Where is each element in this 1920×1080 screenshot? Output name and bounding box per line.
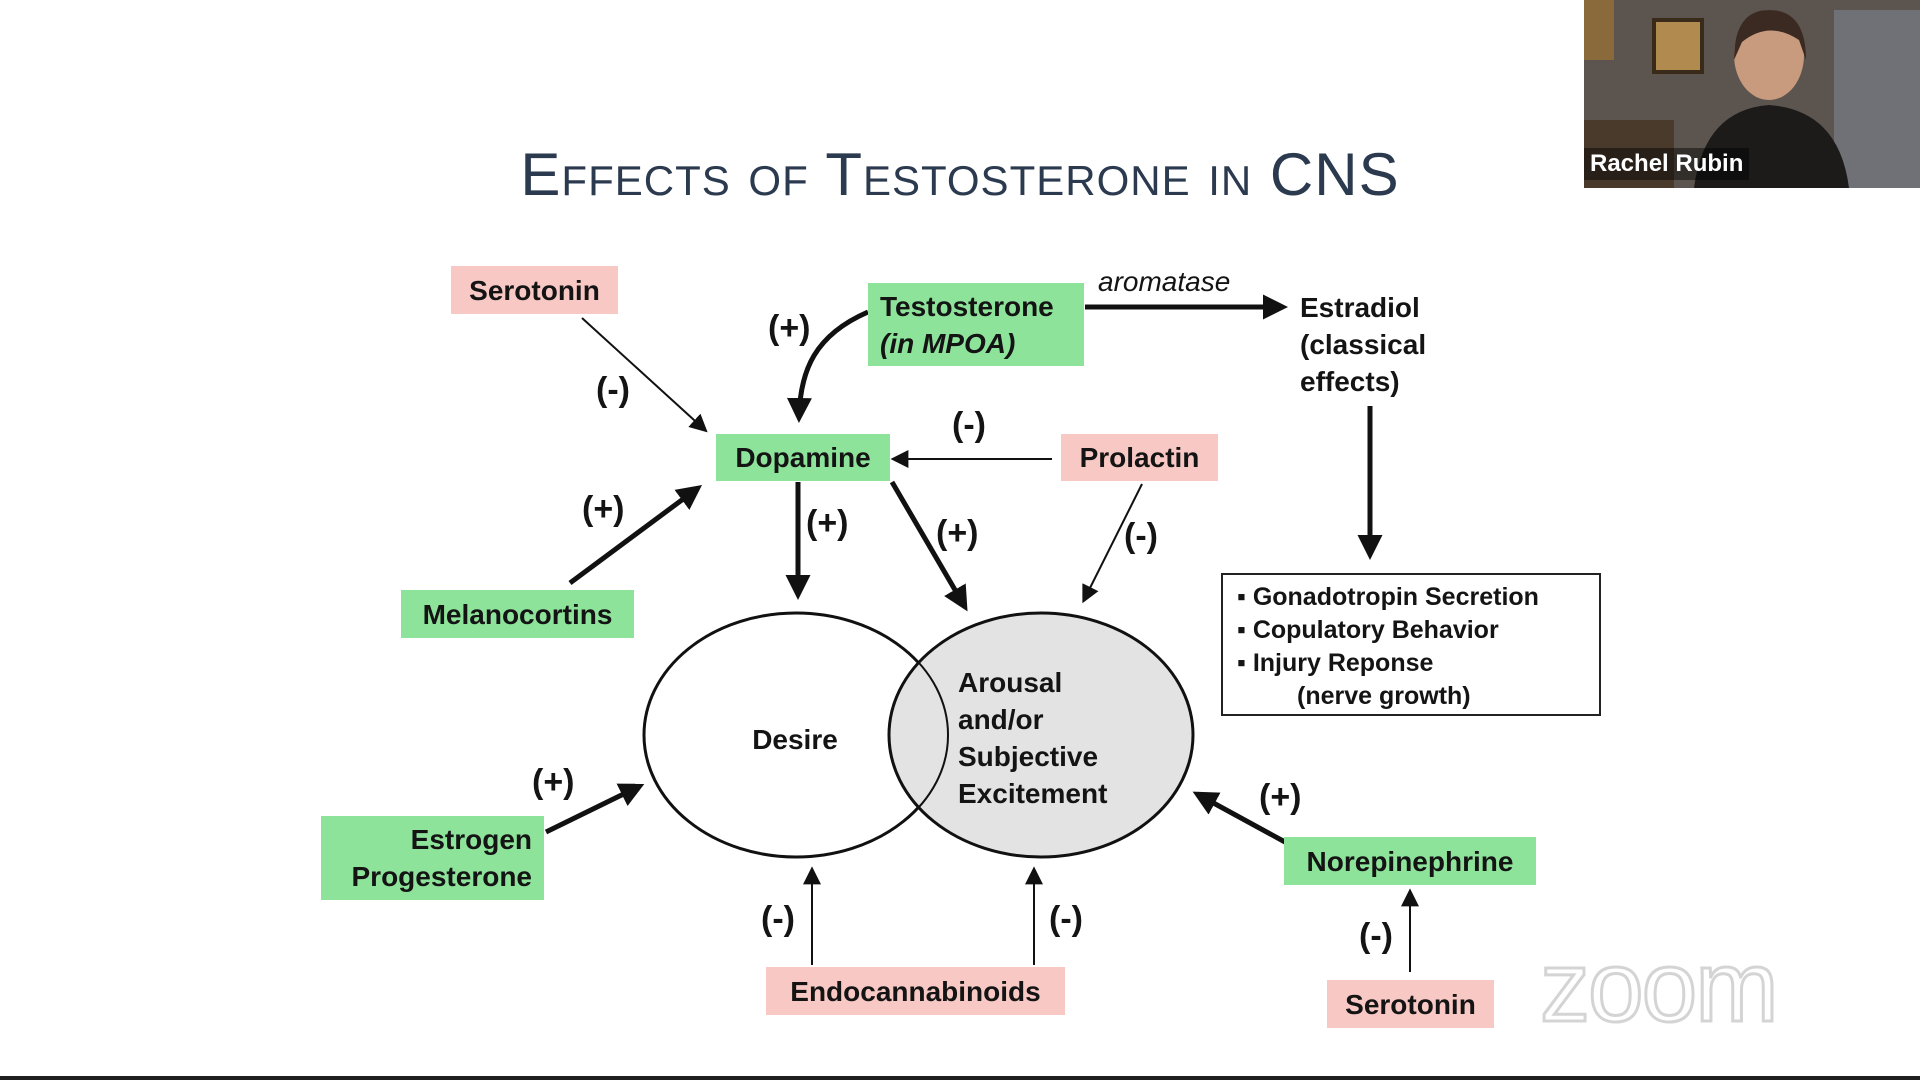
effect-item-injury: Injury Reponse <box>1237 647 1599 680</box>
estrogen-progesterone-box: Estrogen Progesterone <box>321 816 544 900</box>
testosterone-location-label: (in MPOA) <box>880 327 1016 359</box>
sign-estrogen-desire: (+) <box>532 763 575 801</box>
sign-prolactin-arousal: (-) <box>1124 517 1158 555</box>
progesterone-label: Progesterone <box>351 861 533 892</box>
arousal-label-4: Excitement <box>958 778 1108 809</box>
prolactin-box: Prolactin <box>1061 434 1218 481</box>
sign-dopamine-desire: (+) <box>806 504 849 542</box>
sign-melanocortins-dopamine: (+) <box>582 490 625 528</box>
sign-serotonin-dopamine: (-) <box>596 371 630 409</box>
aromatase-label: aromatase <box>1098 266 1231 297</box>
arousal-label-3: Subjective <box>958 741 1099 772</box>
effect-item-gonadotropin: Gonadotropin Secretion <box>1237 581 1599 614</box>
serotonin-bottom-box: Serotonin <box>1327 980 1494 1028</box>
estradiol-sub2: effects) <box>1300 365 1400 397</box>
arousal-node: Arousal and/or Subjective Excitement <box>958 663 1148 813</box>
sign-endocannabinoids-desire: (-) <box>761 900 795 938</box>
serotonin-top-box: Serotonin <box>451 266 618 314</box>
testosterone-label: Testosterone <box>880 290 1054 322</box>
sign-prolactin-dopamine: (-) <box>952 406 986 444</box>
norepinephrine-box: Norepinephrine <box>1284 837 1536 885</box>
webcam-feed-image <box>1584 0 1920 188</box>
desire-label: Desire <box>752 723 838 755</box>
arousal-label-2: and/or <box>958 704 1044 735</box>
arousal-label-1: Arousal <box>958 667 1063 698</box>
melanocortins-box: Melanocortins <box>401 590 634 638</box>
estradiol-sub1: (classical <box>1300 328 1427 360</box>
testosterone-box: Testosterone (in MPOA) <box>868 283 1084 366</box>
estradiol-node: Estradiol (classical effects) <box>1300 288 1460 400</box>
slide-title: Effects of Testosterone in CNS <box>520 141 1400 208</box>
participant-video-tile[interactable] <box>1584 0 1920 188</box>
effect-item-copulatory: Copulatory Behavior <box>1237 614 1599 647</box>
sign-endocannabinoids-arousal: (-) <box>1049 900 1083 938</box>
zoom-watermark-logo: zoom <box>1539 930 1781 1045</box>
effect-subitem-nerve-growth: (nerve growth) <box>1297 682 1471 710</box>
sign-testosterone-dopamine: (+) <box>768 309 811 347</box>
classical-effects-box: Gonadotropin Secretion Copulatory Behavi… <box>1221 573 1601 716</box>
sign-serotonin-norepinephrine: (-) <box>1359 917 1393 955</box>
sign-dopamine-arousal: (+) <box>936 514 979 552</box>
dopamine-box: Dopamine <box>716 434 890 481</box>
sign-norepinephrine-arousal: (+) <box>1259 778 1302 816</box>
estradiol-label: Estradiol <box>1300 291 1420 323</box>
bottom-border <box>0 1076 1920 1080</box>
participant-name-label: Rachel Rubin <box>1584 148 1750 180</box>
endocannabinoids-box: Endocannabinoids <box>766 967 1065 1015</box>
estrogen-label: Estrogen <box>410 824 532 855</box>
